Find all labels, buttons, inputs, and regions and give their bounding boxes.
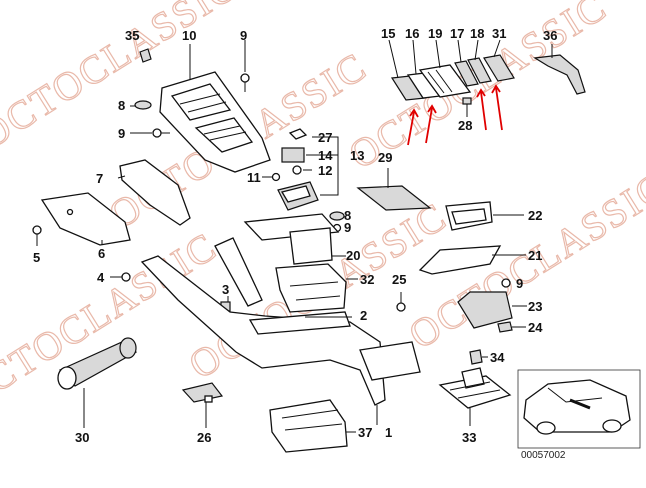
- callout-29: 29: [378, 150, 392, 165]
- callout-17: 17: [450, 26, 464, 41]
- callout-24: 24: [528, 320, 543, 335]
- callout-3: 3: [222, 282, 229, 297]
- callout-6: 6: [98, 246, 105, 261]
- callout-34: 34: [490, 350, 505, 365]
- part-12-screw: [292, 165, 302, 175]
- callout-19: 19: [428, 26, 442, 41]
- part-5-screw: [32, 225, 42, 246]
- part-10-trim-frame: [159, 71, 271, 173]
- part-13-switch-module: [277, 181, 319, 211]
- callout-28: 28: [458, 118, 472, 133]
- callout-8: 8: [344, 208, 351, 223]
- bracket-lines-13: [303, 136, 339, 196]
- callout-36: 36: [543, 28, 557, 43]
- callout-9: 9: [516, 276, 523, 291]
- callout-35: 35: [125, 28, 139, 43]
- callout-11: 11: [247, 170, 261, 185]
- callout-30: 30: [75, 430, 89, 445]
- callout-14: 14: [318, 148, 333, 163]
- callout-9: 9: [118, 126, 125, 141]
- callout-27: 27: [318, 130, 332, 145]
- callout-32: 32: [360, 272, 374, 287]
- callout-2: 2: [360, 308, 367, 323]
- part-9-screw-left: [152, 128, 170, 138]
- part-6-side-panel: [40, 192, 131, 246]
- part-36-grab-handle: [533, 54, 586, 95]
- part-35-clip: [139, 48, 152, 63]
- part-4-screw: [110, 272, 131, 282]
- callout-26: 26: [197, 430, 211, 445]
- highlight-arrows: [407, 84, 503, 146]
- vehicle-inset: [517, 369, 641, 449]
- callout-37: 37: [358, 425, 372, 440]
- callout-1: 1: [385, 425, 392, 440]
- callout-13: 13: [350, 148, 364, 163]
- callout-8: 8: [118, 98, 125, 113]
- part-30-sound-insulation-roll: [57, 337, 138, 390]
- part-25-screw: [396, 292, 406, 312]
- leader-lines: [83, 39, 553, 433]
- callout-7: 7: [96, 171, 103, 186]
- part-11-screw: [262, 172, 281, 182]
- callout-18: 18: [470, 26, 484, 41]
- callout-25: 25: [392, 272, 406, 287]
- callout-5: 5: [33, 250, 40, 265]
- part-28-clip: [462, 97, 472, 105]
- part-8-cap-mid: [329, 211, 345, 221]
- part-27-clip: [288, 128, 308, 140]
- part-8-cap-left: [134, 100, 152, 110]
- callout-labels: 35 10 9 15 16 19 17 18 31 36 8 9 27 13 1…: [33, 26, 566, 461]
- part-34-clip: [469, 349, 483, 365]
- part-26-cover: [181, 382, 224, 403]
- part-32-bracket: [275, 263, 347, 313]
- part-23-housing: [457, 291, 513, 329]
- callout-21: 21: [528, 248, 542, 263]
- part-22-tray: [445, 201, 493, 231]
- part-24-clip: [497, 321, 513, 333]
- callout-33: 33: [462, 430, 476, 445]
- callout-22: 22: [528, 208, 542, 223]
- callout-9: 9: [240, 28, 247, 43]
- callout-10: 10: [182, 28, 196, 43]
- callout-16: 16: [405, 26, 419, 41]
- part-29-mat: [356, 185, 432, 211]
- part-9-screw-top: [240, 40, 250, 92]
- callout-12: 12: [318, 163, 332, 178]
- callout-20: 20: [346, 248, 360, 263]
- part-37-housing: [269, 399, 348, 453]
- diagram-reference-code: 00057002: [521, 450, 566, 461]
- part-7-side-cover: [119, 159, 191, 226]
- callout-4: 4: [97, 270, 105, 285]
- part-9-screw-right: [501, 278, 511, 288]
- callout-23: 23: [528, 299, 542, 314]
- part-14-bracket: [281, 147, 305, 163]
- part-17-18-31-inserts: [454, 54, 515, 87]
- callout-15: 15: [381, 26, 395, 41]
- part-33-bracket: [438, 367, 512, 409]
- part-20-insert: [243, 213, 340, 265]
- callout-31: 31: [492, 26, 506, 41]
- callout-9: 9: [344, 220, 351, 235]
- part-2-center-console: [140, 237, 421, 406]
